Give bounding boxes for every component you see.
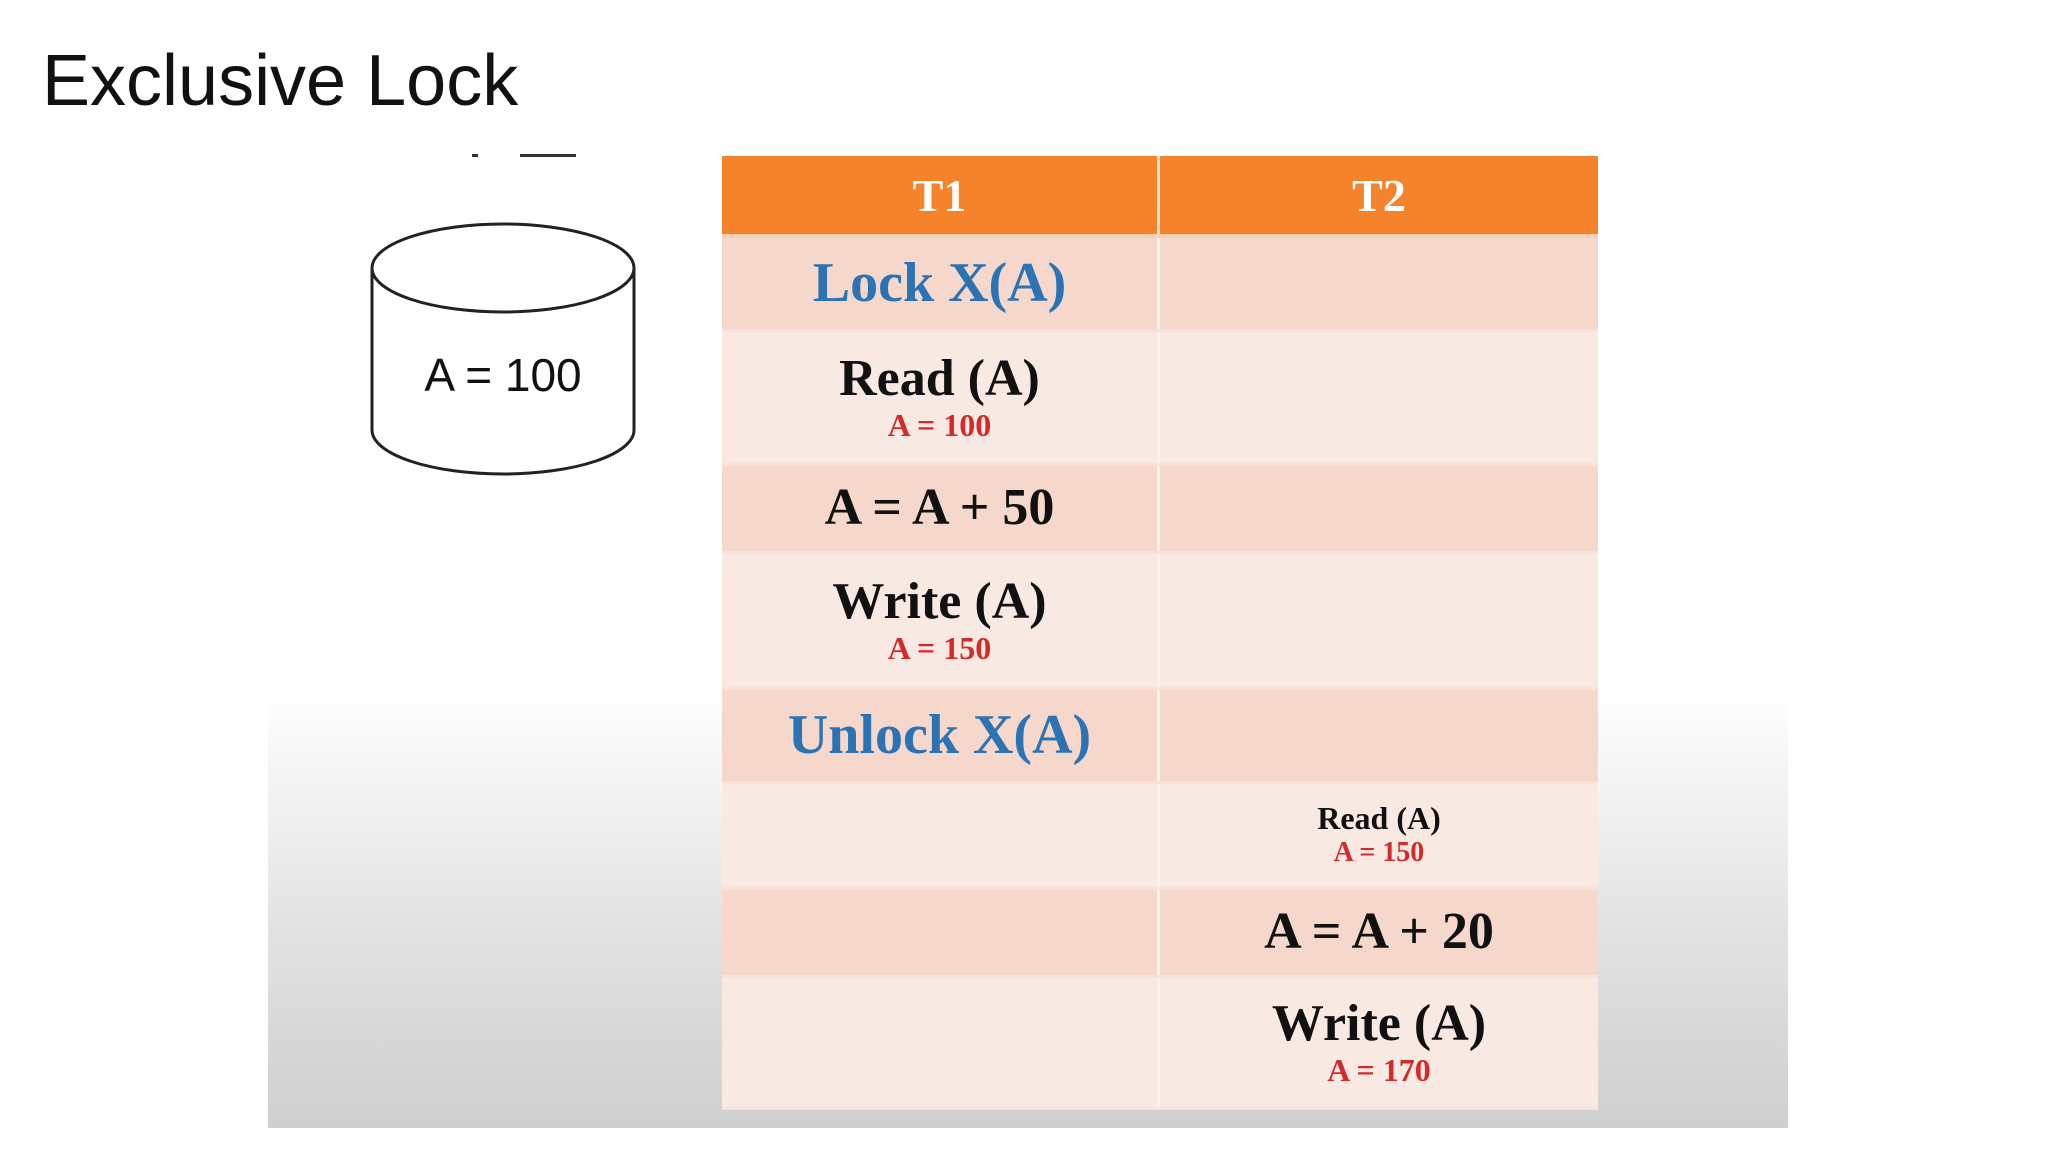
database-cylinder: A = 100 [370, 220, 636, 482]
write-operation: Write (A) [1271, 994, 1487, 1052]
t1-cell: Unlock X(A) [722, 690, 1160, 781]
database-value-label: A = 100 [424, 349, 582, 401]
table-row: A = A + 50 [722, 466, 1598, 554]
t1-cell [722, 978, 1160, 1107]
value-annotation: A = 100 [887, 407, 992, 444]
cropped-artifact-line [472, 154, 478, 157]
database-icon [370, 222, 636, 476]
column-header-t1: T1 [722, 156, 1160, 234]
value-annotation: A = 150 [887, 630, 992, 667]
table-row: Write (A) A = 170 [722, 978, 1598, 1110]
t2-cell: Read (A) A = 150 [1160, 784, 1598, 887]
t1-cell: Write (A) A = 150 [722, 554, 1160, 687]
value-annotation: A = 150 [1333, 836, 1425, 868]
t2-cell [1160, 332, 1598, 463]
t2-cell [1160, 554, 1598, 687]
lock-operation: Lock X(A) [812, 252, 1067, 315]
t1-cell: Lock X(A) [722, 238, 1160, 329]
read-operation: Read (A) [839, 349, 1040, 407]
t2-cell: A = A + 20 [1160, 890, 1598, 975]
unlock-operation: Unlock X(A) [787, 704, 1092, 767]
transaction-table: T1 T2 Lock X(A) Read (A) A = 100 A = A +… [722, 156, 1598, 1110]
column-header-t2: T2 [1352, 169, 1406, 221]
read-operation: Read (A) [1317, 800, 1441, 837]
t2-cell: Write (A) A = 170 [1160, 978, 1598, 1107]
table-row: Write (A) A = 150 [722, 554, 1598, 690]
table-row: Read (A) A = 150 [722, 784, 1598, 890]
table-header: T1 T2 [722, 156, 1598, 238]
t2-cell [1160, 690, 1598, 781]
t1-cell [722, 784, 1160, 887]
compute-operation: A = A + 20 [1264, 903, 1494, 961]
table-row: Lock X(A) [722, 238, 1598, 332]
write-operation: Write (A) [832, 572, 1047, 630]
cropped-artifact-line [520, 154, 576, 157]
t2-cell [1160, 466, 1598, 551]
t1-cell [722, 890, 1160, 975]
t1-cell: A = A + 50 [722, 466, 1160, 551]
value-annotation: A = 170 [1327, 1052, 1431, 1089]
t2-cell [1160, 238, 1598, 329]
table-row: A = A + 20 [722, 890, 1598, 978]
slide-title: Exclusive Lock [42, 41, 519, 121]
compute-operation: A = A + 50 [824, 479, 1055, 537]
table-row: Unlock X(A) [722, 690, 1598, 784]
table-row: Read (A) A = 100 [722, 332, 1598, 466]
t1-cell: Read (A) A = 100 [722, 332, 1160, 463]
